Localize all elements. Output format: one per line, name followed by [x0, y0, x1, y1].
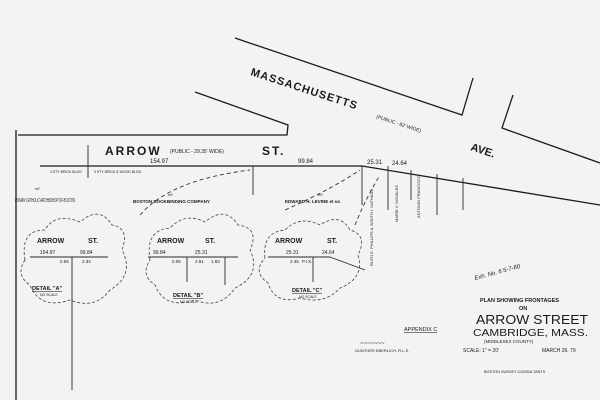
mass-ave-west-line — [234, 37, 474, 116]
owner-tag: n/f — [168, 192, 173, 197]
appendix-label: APPENDIX C — [404, 327, 437, 333]
mass-width-label: (PUBLIC - 82' WIDE) — [375, 114, 422, 134]
detail-value: 99.84 — [80, 250, 93, 256]
owner-name: RUTH E. PHILLIPS & JUDITH I. NATHANS — [369, 189, 374, 266]
detail-value: P.I.X. — [302, 259, 312, 264]
arrow-st-label: ST. — [262, 144, 285, 158]
detail-c: ARROW ST. 25.31 24.64 2.45 P.I.X. DETAIL… — [258, 219, 366, 301]
detail-scale: NO SCALE — [180, 300, 198, 304]
frontage-value: 25.31 — [367, 160, 383, 166]
detail-street: ST. — [205, 238, 215, 245]
street-lines — [15, 37, 600, 400]
plan-scale: SCALE: 1" = 20' — [463, 348, 499, 354]
surveyor-firm: BOSTON SURVEY CONSULTANTS — [484, 370, 546, 374]
owner-name: EDWARD H. LEVINE et ux — [285, 199, 341, 204]
detail-title: DETAIL "C" — [292, 288, 322, 294]
detail-value: 25.31 — [286, 250, 299, 256]
owner-name: ROMAN CATHOLIC ARCHBISHOP OF BOSTON — [15, 198, 75, 204]
plan-city-title: CAMBRIDGE, MASS. — [473, 328, 588, 339]
detail-cloud — [20, 213, 127, 304]
mass-ave-east-line — [501, 94, 600, 164]
detail-value: 0.65 — [60, 259, 69, 264]
frontage-value: 24.64 — [392, 161, 408, 167]
detail-value: 1.83 — [211, 259, 220, 264]
leader-line — [354, 174, 381, 226]
detail-street: ARROW — [37, 238, 65, 245]
detail-value: 99.84 — [153, 250, 166, 256]
detail-street: ARROW — [275, 238, 303, 245]
owner-tag: n/f — [35, 186, 40, 191]
detail-line — [329, 256, 366, 271]
detail-street: ARROW — [157, 238, 185, 245]
detail-value: 2.45 — [290, 259, 299, 264]
detail-street: ST. — [88, 238, 98, 245]
mass-label: MASSACHUSETTS — [249, 66, 359, 112]
detail-value: 25.31 — [195, 250, 208, 256]
arrow-width-label: (PUBLIC - 29.35' WIDE) — [170, 149, 224, 155]
plan-title-line: PLAN SHOWING FRONTAGES — [480, 298, 559, 304]
detail-street: ST. — [327, 238, 337, 245]
frontage-value: 154.97 — [150, 159, 169, 165]
detail-value: 2.51 — [195, 259, 204, 264]
plan-title-line: ON — [519, 306, 527, 312]
arrow-st-north-line — [18, 91, 289, 136]
owner-name: MARIE V. NOVALES — [394, 185, 399, 222]
plan-date: MARCH 26, 79 — [542, 348, 576, 354]
detail-cloud — [258, 219, 362, 301]
detail-cloud — [145, 213, 254, 304]
building-label: 3 STY BRICK & WOOD BLDG — [94, 170, 142, 174]
detail-value: 2.34 — [82, 259, 91, 264]
detail-value: 0.06 — [172, 259, 181, 264]
owner-name: ANTONIO FRANCISCO — [416, 175, 421, 218]
detail-value: 24.64 — [322, 250, 335, 256]
frontage-value: 99.84 — [298, 159, 314, 165]
mass-ave-label: AVE. — [469, 141, 496, 160]
exhibit-annotation: Exh. No. 6 5-7-80 — [474, 264, 522, 282]
detail-a: ARROW ST. 154.97 99.84 0.65 2.34 DETAIL … — [20, 213, 127, 390]
detail-scale: NO SCALE — [299, 295, 317, 299]
arrow-label: ARROW — [105, 144, 162, 158]
leader-line — [139, 169, 251, 216]
leader-line — [284, 169, 361, 211]
plan-street-title: ARROW STREET — [476, 312, 588, 327]
owner-name: BOSTON BOOKBINDING COMPANY — [133, 199, 210, 204]
plan-county: (MIDDLESEX COUNTY) — [484, 339, 534, 344]
detail-title: DETAIL "A" — [32, 286, 62, 292]
detail-title: DETAIL "B" — [173, 293, 203, 299]
detail-scale: NO SCALE — [40, 293, 58, 297]
owner-tag: n/f — [318, 192, 323, 197]
building-label: 3 STY BRICK BLDG — [50, 170, 82, 174]
title-block: Exh. No. 6 5-7-80 PLAN SHOWING FRONTAGES… — [355, 264, 588, 374]
surveyor-signature: ~~~~~~~ — [360, 341, 385, 347]
surveyor-name: GUNTHER EBERLICH, R.L.S. — [355, 348, 409, 353]
detail-b: ARROW ST. 99.84 25.31 0.06 2.51 1.83 DET… — [145, 213, 254, 304]
detail-value: 154.97 — [40, 250, 56, 256]
